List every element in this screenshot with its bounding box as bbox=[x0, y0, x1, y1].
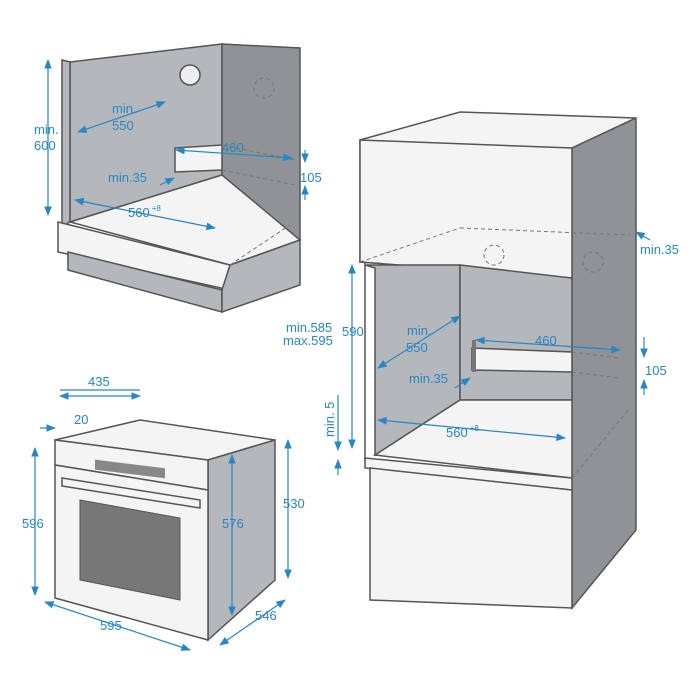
tu-depth-label: min. bbox=[407, 323, 432, 338]
tu-vent-gap: min.35 bbox=[409, 371, 448, 386]
oven-side-height: 530 bbox=[283, 496, 305, 511]
tu-height: 590 bbox=[342, 324, 364, 339]
oven-appliance: 435 20 596 576 530 595 546 bbox=[22, 374, 305, 651]
oven-body-depth: 435 bbox=[88, 374, 110, 389]
oven-total-height: 596 bbox=[22, 516, 44, 531]
hidden-vent-hole-icon bbox=[483, 244, 505, 266]
uc-vent-width: 460 bbox=[222, 140, 244, 155]
under-counter-cabinet: min. 600 min. 550 460 min.35 105 560+8 bbox=[34, 43, 322, 314]
uc-vent-height: 105 bbox=[300, 170, 322, 185]
hidden-vent-hole-icon-2 bbox=[582, 251, 604, 273]
tu-width: 560+8 bbox=[446, 424, 479, 440]
oven-front-depth: 20 bbox=[74, 412, 88, 427]
tu-height-max: max.595 bbox=[283, 333, 333, 348]
uc-vent-gap: min.35 bbox=[108, 170, 147, 185]
tu-base-gap: min. 5 bbox=[322, 402, 337, 437]
tu-height-min: min.585 bbox=[286, 320, 332, 335]
tu-vent-width: 460 bbox=[535, 333, 557, 348]
tu-vent-height: 105 bbox=[645, 363, 667, 378]
uc-depth-value: 550 bbox=[112, 118, 134, 133]
oven-depth: 546 bbox=[255, 608, 277, 623]
tall-unit-cabinet: min.35 590 min.585 max.595 min. 550 460 … bbox=[283, 111, 679, 611]
uc-width: 560+8 bbox=[128, 204, 161, 220]
oven-width: 595 bbox=[100, 618, 122, 633]
oven-body-height: 576 bbox=[222, 516, 244, 531]
uc-height-label: min. bbox=[34, 122, 59, 137]
uc-height-value: 600 bbox=[34, 138, 56, 153]
vent-hole-icon bbox=[179, 64, 201, 86]
tu-side-gap: min.35 bbox=[640, 242, 679, 257]
uc-depth-label: min. bbox=[112, 101, 137, 116]
hidden-vent-hole-icon bbox=[253, 77, 275, 99]
tu-depth-value: 550 bbox=[406, 340, 428, 355]
